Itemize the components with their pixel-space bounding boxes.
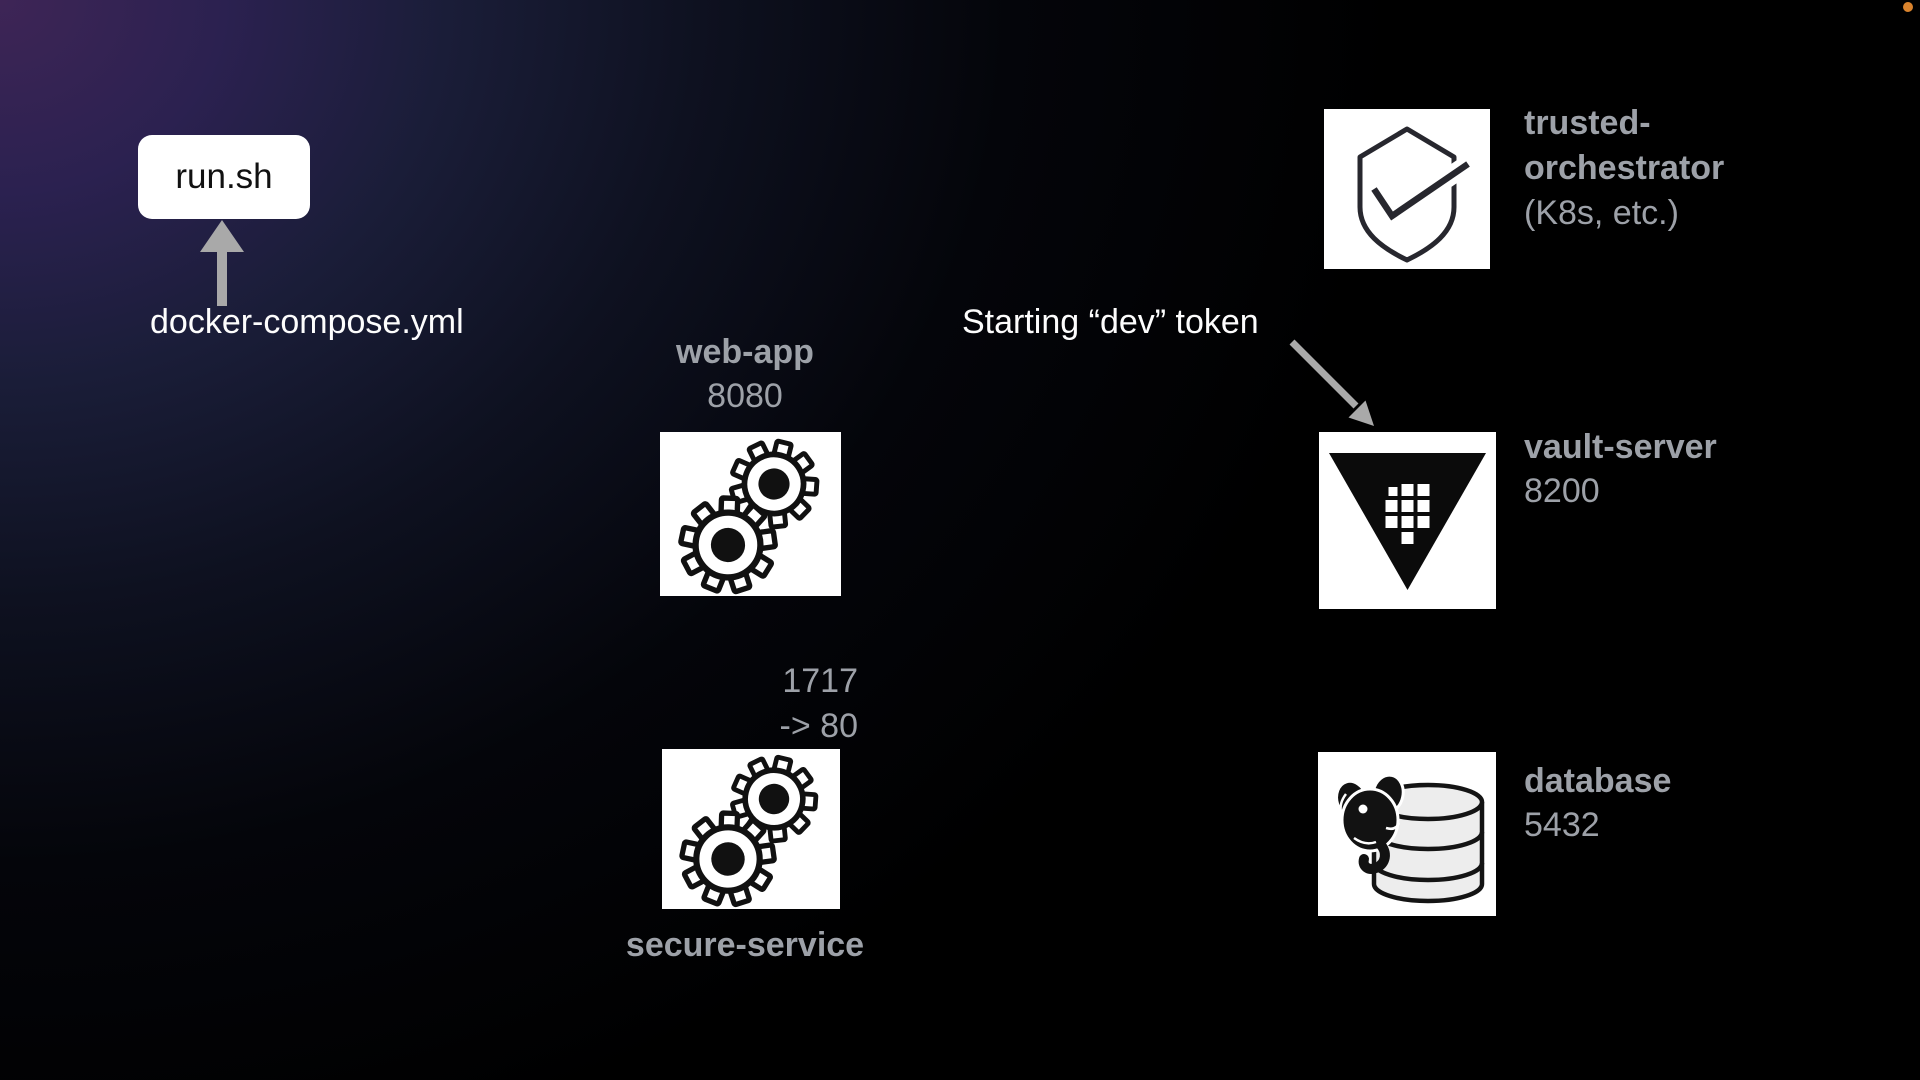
token-arrow-icon: [1289, 339, 1374, 426]
orchestrator-name-line2: orchestrator: [1524, 149, 1725, 187]
web-app-name: web-app: [676, 333, 814, 371]
database-label: database 5432: [1524, 759, 1671, 847]
orchestrator-name-line1: trusted-: [1524, 104, 1651, 142]
web-app-label: web-app 8080: [640, 330, 850, 418]
portmap-from: 1717: [782, 662, 858, 700]
orchestrator-subtitle: (K8s, etc.): [1524, 194, 1679, 232]
run-sh-node: run.sh: [138, 135, 310, 219]
up-arrow-icon: [200, 220, 244, 306]
secure-service-portmap: 1717 -> 80: [660, 659, 858, 749]
token-note-label: Starting “dev” token: [962, 303, 1259, 341]
trusted-orchestrator-label: trusted- orchestrator (K8s, etc.): [1524, 101, 1724, 236]
compose-file-label: docker-compose.yml: [150, 303, 464, 341]
secure-service-name: secure-service: [625, 926, 865, 964]
secure-service-gears-icon: [662, 749, 840, 909]
vault-server-label: vault-server 8200: [1524, 425, 1717, 513]
status-dot: [1903, 2, 1913, 12]
web-app-gears-icon: [660, 432, 841, 596]
database-port: 5432: [1524, 806, 1600, 844]
database-name: database: [1524, 762, 1672, 800]
portmap-to: -> 80: [779, 707, 858, 745]
shield-check-icon: [1324, 109, 1490, 269]
vault-server-name: vault-server: [1524, 428, 1717, 466]
postgres-database-icon: [1318, 752, 1496, 916]
postgres-elephant: [1335, 773, 1405, 874]
vault-server-port: 8200: [1524, 472, 1600, 510]
vault-logo-icon: [1319, 432, 1496, 609]
run-sh-label: run.sh: [175, 157, 273, 196]
web-app-port: 8080: [707, 377, 783, 415]
